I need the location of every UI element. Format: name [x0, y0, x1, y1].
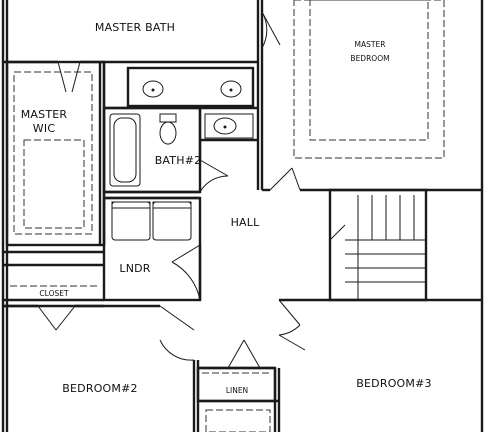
label-master-wic-2: WIC [33, 122, 56, 135]
label-master-wic-1: MASTER [21, 108, 68, 121]
label-master-bedroom-1: MASTER [355, 40, 386, 49]
label-master-bedroom-2: BEDROOM [350, 54, 389, 63]
label-laundry: LNDR [119, 262, 150, 275]
bed2-closet-shelf [205, 409, 271, 432]
label-hall: HALL [231, 216, 261, 229]
wic-shelves [13, 71, 93, 235]
doors [37, 11, 306, 369]
label-closet: CLOSET [39, 289, 69, 298]
label-bath2: BATH#2 [155, 154, 202, 167]
stairs [329, 195, 426, 300]
fixtures [109, 80, 254, 241]
label-bedroom3: BEDROOM#3 [356, 377, 431, 390]
tray-ceiling [293, 0, 445, 159]
label-master-bath: MASTER BATH [95, 21, 175, 34]
label-linen: LINEN [226, 386, 248, 395]
label-bedroom2: BEDROOM#2 [62, 382, 137, 395]
